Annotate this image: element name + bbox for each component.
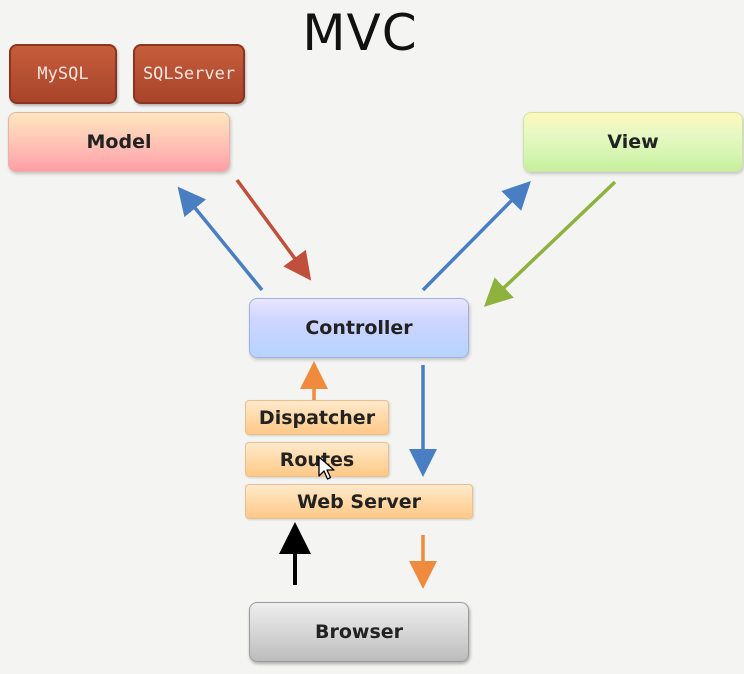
- routes-label: Routes: [279, 448, 355, 471]
- dispatcher-label: Dispatcher: [258, 406, 376, 429]
- diagram-title: MVC: [302, 4, 418, 62]
- controller-label: Controller: [305, 317, 413, 339]
- arrow-view-to-controller: [483, 180, 617, 307]
- sqlserver-label: SQLServer: [142, 64, 236, 84]
- model-box: Model: [8, 112, 230, 172]
- browser-label: Browser: [314, 621, 404, 643]
- controller-box: Controller: [249, 298, 469, 358]
- browser-box: Browser: [249, 602, 469, 662]
- arrow-controller-to-model: [177, 186, 264, 292]
- arrow-model-to-controller: [235, 178, 312, 281]
- routes-box: Routes: [245, 442, 389, 477]
- dispatcher-box: Dispatcher: [245, 400, 389, 435]
- sqlserver-box: SQLServer: [133, 44, 245, 104]
- arrow-controller-to-view: [421, 181, 531, 292]
- mysql-box: MySQL: [9, 44, 117, 104]
- model-label: Model: [86, 131, 152, 153]
- web-server-box: Web Server: [245, 484, 473, 519]
- view-label: View: [607, 131, 659, 153]
- view-box: View: [523, 112, 743, 172]
- mysql-label: MySQL: [37, 64, 89, 84]
- mouse-pointer-icon: [318, 456, 335, 480]
- web-server-label: Web Server: [297, 490, 421, 513]
